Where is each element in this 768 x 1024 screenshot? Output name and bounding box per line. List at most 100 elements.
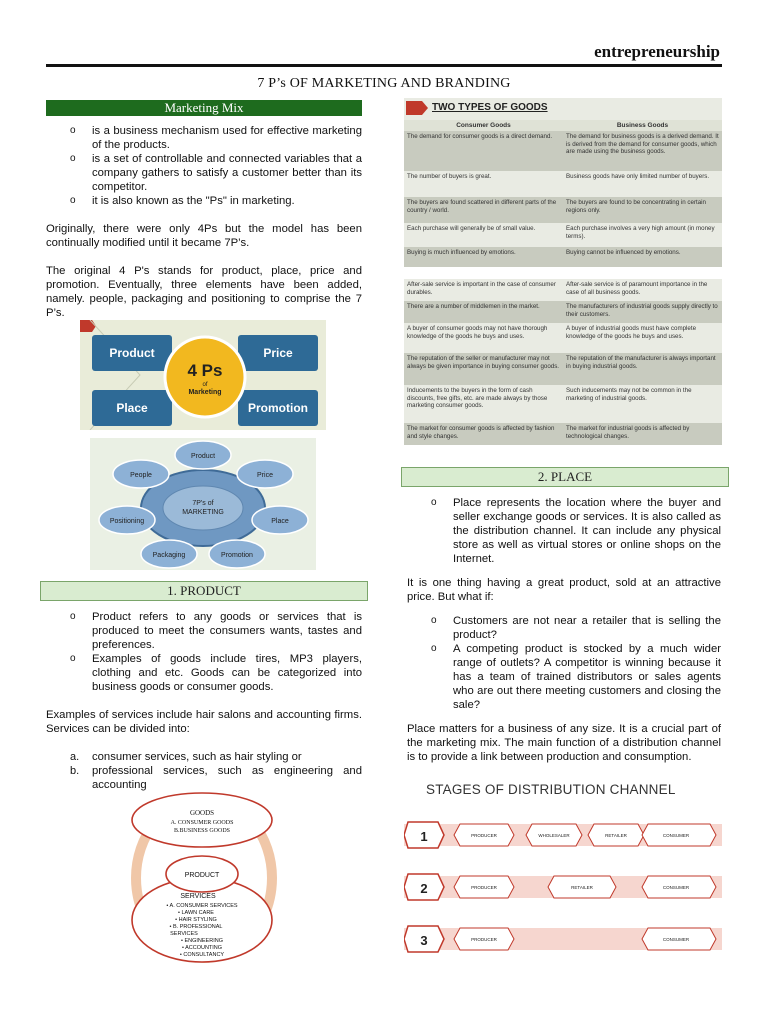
seven-ps-node-product: Product [191,453,215,460]
channel-step-label: CONSUMER [663,937,690,942]
product-center-ellipse [165,855,239,893]
four-ps-center-subtitle: Marketing [188,389,221,396]
services-list: a.consumer services, such as hair stylin… [46,750,362,792]
distribution-title: STAGES OF DISTRIBUTION CHANNEL [426,782,676,797]
goods-a: A. CONSUMER GOODS [171,820,234,826]
goods-b: B.BUSINESS GOODS [174,828,230,834]
services-line-2: • LAWN CARE [178,910,214,916]
paragraph: Originally, there were only 4Ps but the … [46,223,362,249]
channel-number-badge [404,821,445,849]
four-ps-svg: Product Price Place Promotion 4 Ps of Ma… [80,319,318,431]
four-ps-label-promotion: Promotion [248,401,308,415]
table-row: There are a number of middlemen in the m… [404,301,722,324]
four-ps-box-place [92,390,172,426]
distribution-svg: 1 PRODUCER WHOLESALER RETAILER CONSUMER … [404,821,722,953]
place-heading: 2. PLACE [401,467,729,487]
seven-ps-node-packaging: Packaging [153,552,186,559]
product-center-label: PRODUCT [185,872,220,879]
four-ps-label-place: Place [116,401,148,415]
column-header: Business Goods [616,122,669,129]
seven-ps-svg: 7P's of MARKETING Product Price Place Pr… [98,440,309,569]
page-title: 7 P’s OF MARKETING AND BRANDING [257,76,511,91]
channel-step-wholesaler [525,823,583,847]
channel-step-producer [453,875,515,899]
two-types-of-goods-table: TWO TYPES OF GOODS Consumer Goods Busine… [404,98,722,458]
seven-ps-node-place: Place [271,518,289,525]
table-title: TWO TYPES OF GOODS [432,102,548,113]
paragraph: It is one thing having a great product, … [407,577,721,603]
table-row: A buyer of consumer goods may not have t… [404,323,722,354]
seven-ps-nodes [98,440,309,569]
paragraph: Place matters for a business of any size… [407,723,721,763]
goods-title: GOODS [190,809,214,817]
paragraph: Examples of services include hair salons… [46,709,362,735]
seven-ps-node-promotion: Promotion [221,552,253,559]
seven-ps-node-people: People [130,472,152,479]
channel-step-label: CONSUMER [663,885,690,890]
channel-step-label: RETAILER [571,885,593,890]
list-item: b.professional services, such as enginee… [70,765,362,791]
seven-ps-node-price: Price [257,472,273,479]
channel-step-label: RETAILER [605,833,627,838]
goods-table-part1: Consumer Goods Business Goods The demand… [404,120,722,268]
channel-number: 2 [420,881,427,896]
four-ps-box-promotion [238,390,318,426]
four-ps-diagram: Product Price Place Promotion 4 Ps of Ma… [80,319,326,431]
services-line-4: • B. PROFESSIONAL [170,924,223,930]
channel-step-label: PRODUCER [471,937,498,942]
channel-step-label: PRODUCER [471,833,498,838]
table-row: Inducements to the buyers in the form of… [404,385,722,424]
table-row: Each purchase will generally be of small… [404,223,722,248]
document-header-title: entrepreneurship [594,42,720,61]
goods-ellipse [131,792,273,848]
column-header: Consumer Goods [456,122,511,129]
channel-step-consumer [641,875,717,899]
four-ps-center-of: of [202,382,207,388]
table-row: The number of buyers is great.Business g… [404,171,722,198]
services-line-6: • ENGINEERING [181,938,223,944]
table-row: The demand for consumer goods is a direc… [404,131,722,172]
seven-ps-node-positioning: Positioning [110,518,144,525]
channel-step-retailer [587,823,645,847]
services-title: SERVICES [180,893,216,900]
services-line-7: • ACCOUNTING [182,945,222,951]
marketing-mix-heading: Marketing Mix [46,100,362,116]
channel-step-producer [453,823,515,847]
table-row: The buyers are found scattered in differ… [404,197,722,224]
table-title-bar: TWO TYPES OF GOODS [404,98,722,120]
services-line-3: • HAIR STYLING [175,917,217,923]
product-diagram: GOODS A. CONSUMER GOODS B.BUSINESS GOODS… [124,788,284,964]
paragraph: The original 4 P's stands for product, p… [46,265,362,319]
header-rule [46,64,722,67]
four-ps-center-circle [163,335,247,419]
services-line-8: • CONSULTANCY [180,952,225,958]
four-ps-label-price: Price [263,346,293,360]
seven-ps-center-line1: 7P's of [192,500,213,507]
four-ps-label-product: Product [109,346,154,360]
channel-step-consumer [641,823,717,847]
table-row: The reputation of the seller or manufact… [404,353,722,386]
distribution-channel-diagram: STAGES OF DISTRIBUTION CHANNEL 1 PRODUCE… [404,780,724,960]
seven-ps-center-line2: MARKETING [182,509,224,516]
channel-step-label: WHOLESALER [538,833,570,838]
table-row: After-sale service is important in the c… [404,279,722,302]
channel-number: 3 [420,933,427,948]
red-arrow-icon [406,101,428,115]
goods-table-part2: After-sale service is important in the c… [404,279,722,446]
channel-step-label: PRODUCER [471,885,498,890]
channel-step-retailer [547,875,617,899]
seven-ps-diagram: 7P's of MARKETING Product Price Place Pr… [90,438,316,570]
red-arrow-icon [80,320,96,332]
services-line-1: • A. CONSUMER SERVICES [166,903,238,909]
channel-number-badge [404,873,445,901]
